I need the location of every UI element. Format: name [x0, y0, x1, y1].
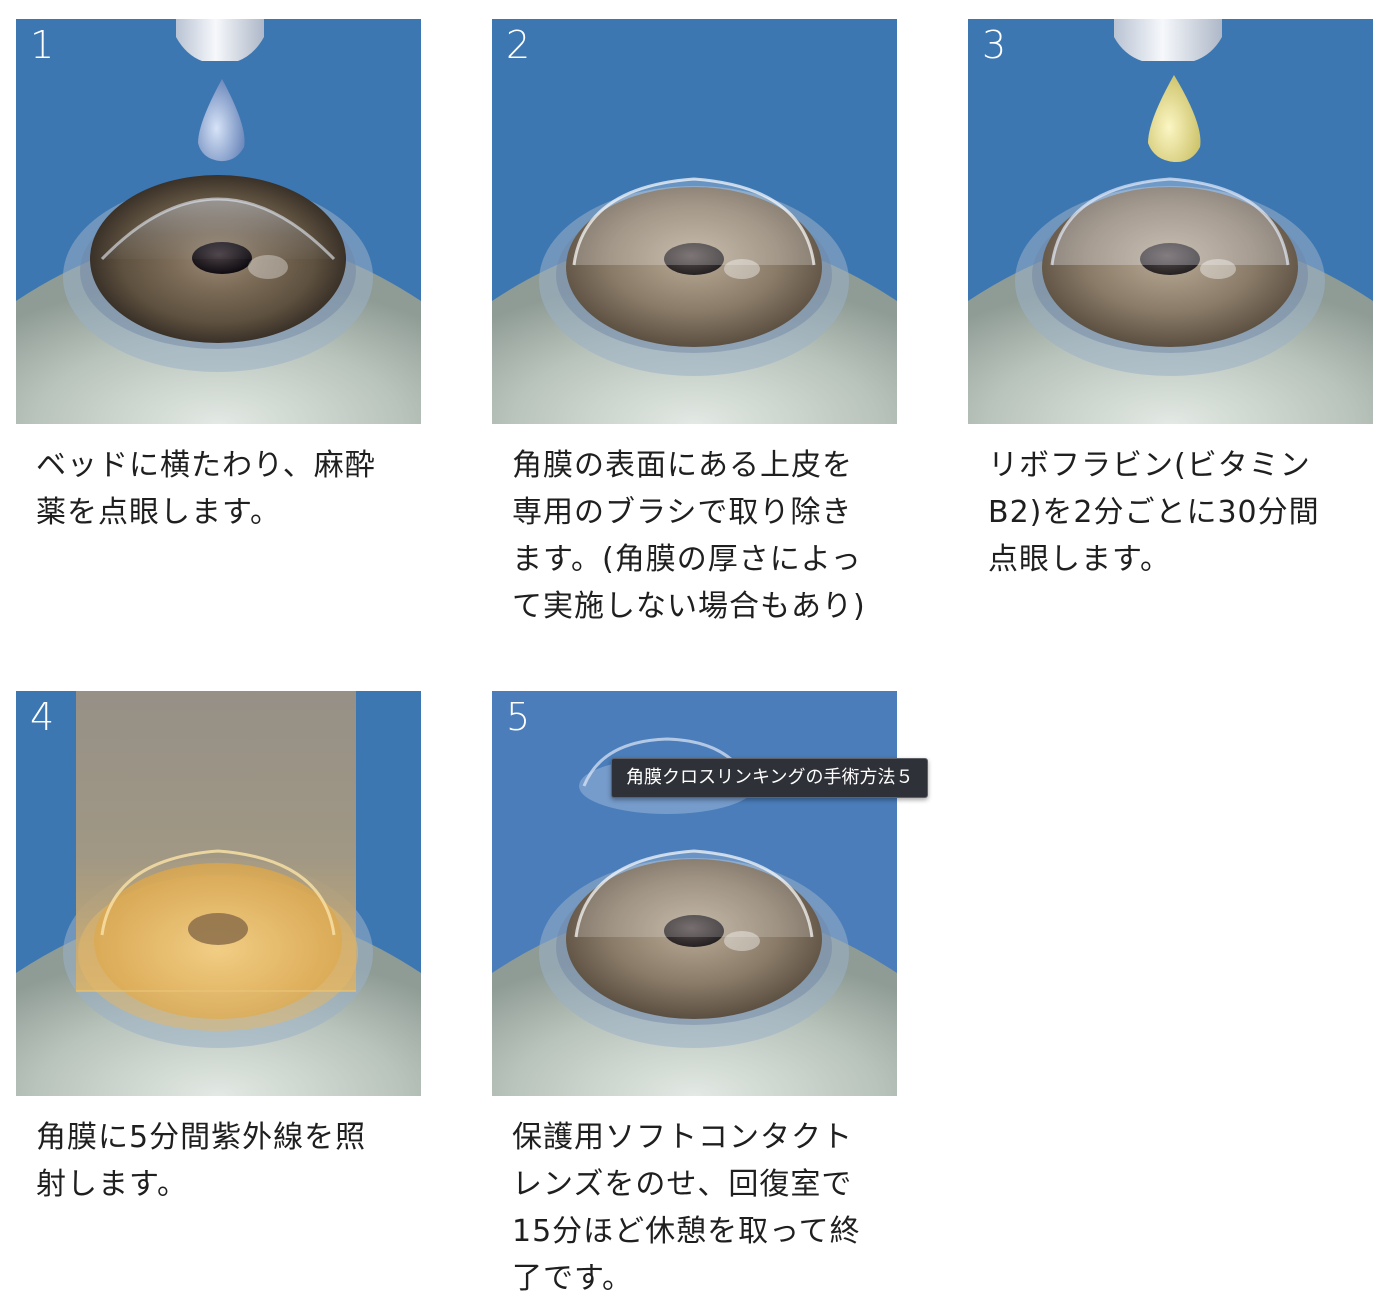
- step-4-caption: 角膜に5分間紫外線を照 射します。: [36, 1120, 367, 1202]
- step-5-illustration[interactable]: 5: [492, 691, 897, 1096]
- step-5-caption: 保護用ソフトコンタクト レンズをのせ、回復室で 15分ほど休憩を取って終 了です…: [512, 1120, 861, 1296]
- step-2-illustration: 2: [492, 19, 897, 424]
- step-3-caption: リボフラビン(ビタミン B2)を2分ごとに30分間 点眼します。: [988, 448, 1320, 577]
- step-3-illustration: 3: [968, 19, 1373, 424]
- step-1-caption: ベッドに横たわり、麻酔 薬を点眼します。: [36, 448, 376, 530]
- step-4-illustration: 4: [16, 691, 421, 1096]
- step-1-illustration: 1: [16, 19, 421, 424]
- step-number: 5: [506, 695, 531, 739]
- step-number: 3: [982, 23, 1007, 67]
- step-number: 1: [30, 23, 55, 67]
- image-title-tooltip: 角膜クロスリンキングの手術方法５: [611, 758, 929, 798]
- eye-illustration-4: [16, 691, 421, 1096]
- step-2-caption: 角膜の表面にある上皮を 専用のブラシで取り除き ます。(角膜の厚さによっ て実施…: [512, 448, 866, 624]
- eye-illustration-3: [968, 19, 1373, 424]
- step-number: 4: [30, 695, 55, 739]
- eye-illustration-1: [16, 19, 421, 424]
- eye-illustration-2: [492, 177, 897, 424]
- step-number: 2: [506, 23, 531, 67]
- eye-illustration-5: [492, 737, 897, 1096]
